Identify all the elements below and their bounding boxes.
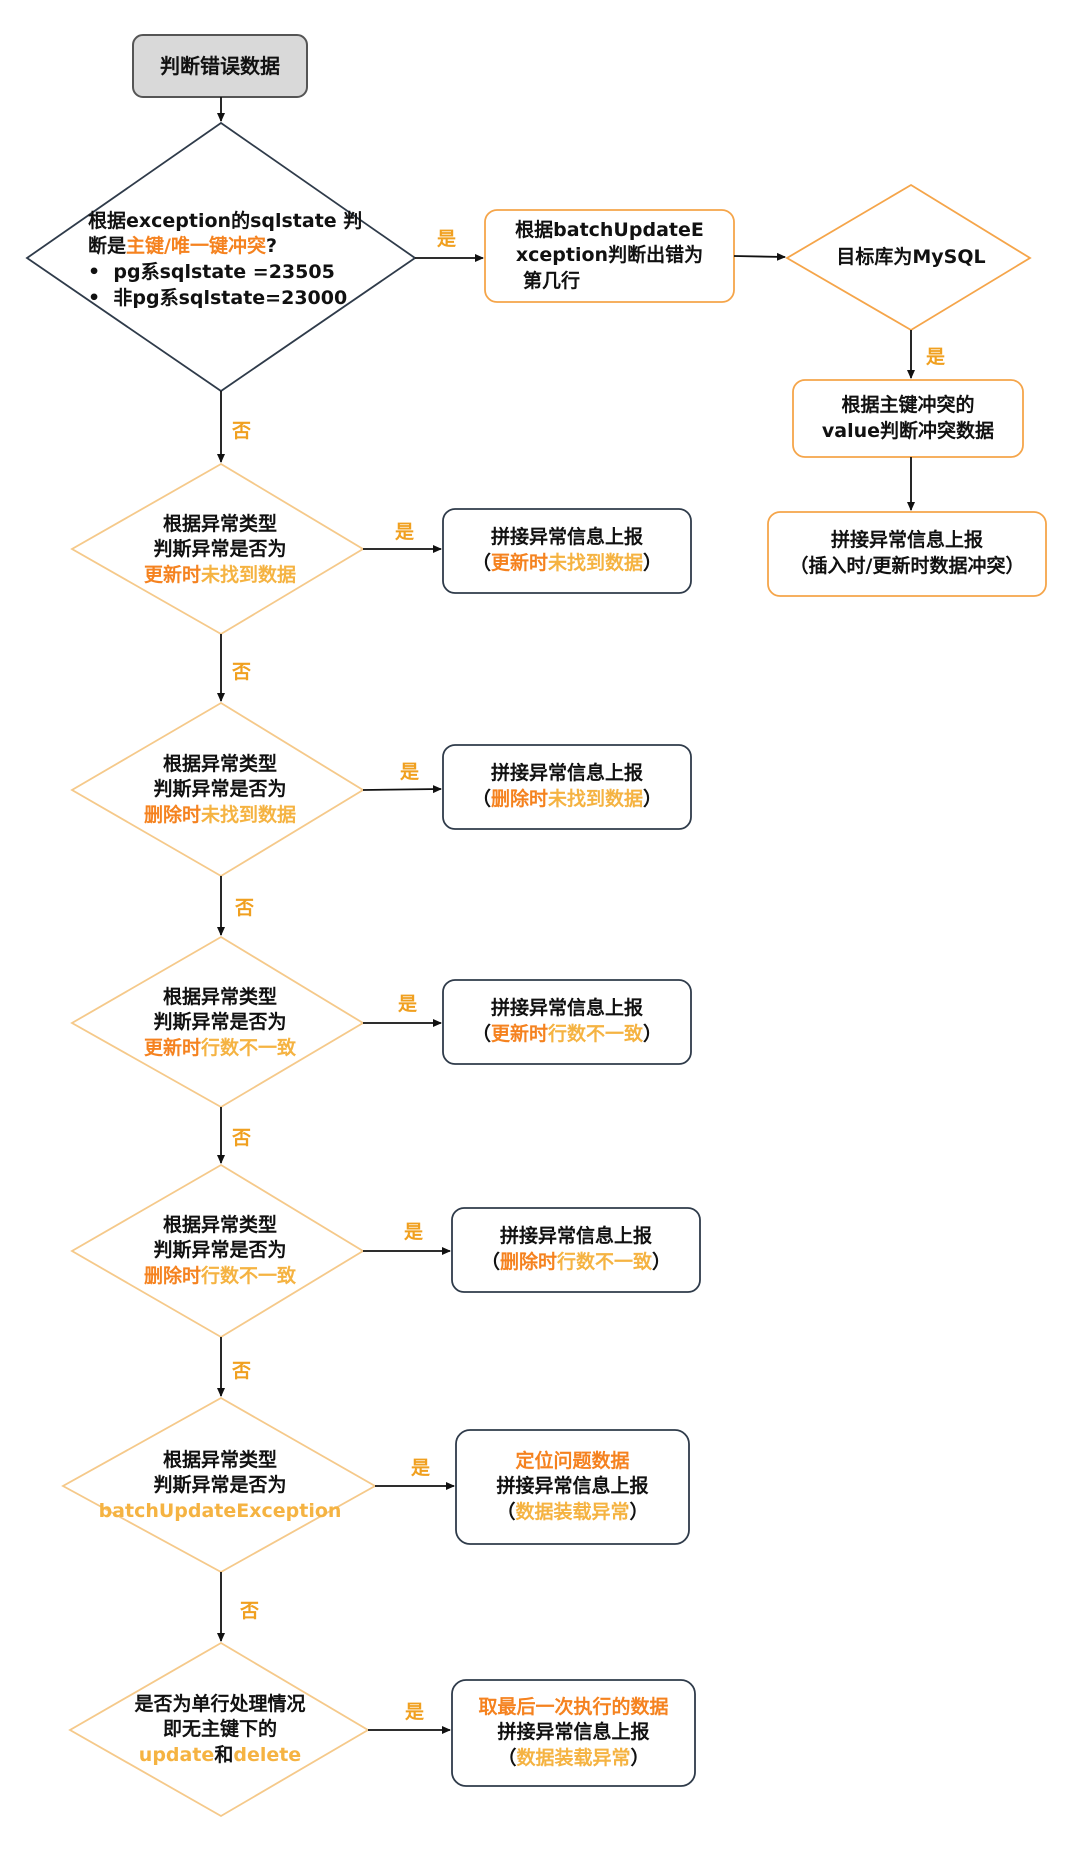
- no-label-d1: 否: [232, 420, 252, 442]
- yes-label-d2: 是: [395, 521, 415, 543]
- report-update-notfound-text: 拼接异常信息上报 （更新时未找到数据）: [471, 526, 663, 574]
- yes-label-d5: 是: [404, 1221, 424, 1243]
- start-label: 判断错误数据: [160, 53, 280, 78]
- decision-update-notfound-text: 根据异常类型 判斯异常是否为 更新时未找到数据: [143, 512, 297, 586]
- report-delete-rowcount-box: [451, 1207, 701, 1293]
- yes-label-mysql: 是: [926, 346, 946, 368]
- no-label-d5: 否: [232, 1360, 252, 1382]
- process-value-box: [792, 379, 1024, 458]
- decision-mysql-text: 目标库为MySQL: [836, 246, 986, 269]
- report-last-exec-box: [451, 1679, 696, 1787]
- no-label-d2: 否: [232, 661, 252, 683]
- decision-update-rowcount-text: 根据异常类型 判斯异常是否为 更新时行数不一致: [143, 985, 297, 1059]
- decision-sqlstate-text: 根据exception的sqlstate 判 断是主键/唯一键冲突? • pg系…: [88, 209, 363, 309]
- decision-delete-rowcount-text: 根据异常类型 判斯异常是否为 删除时行数不一致: [143, 1213, 297, 1287]
- report-locate-data-box: [455, 1429, 690, 1545]
- decision-delete-notfound-text: 根据异常类型 判斯异常是否为 删除时未找到数据: [143, 752, 297, 826]
- yes-label-d6: 是: [411, 1457, 431, 1479]
- decision-single-row-text: 是否为单行处理情况 即无主键下的 update和delete: [134, 1692, 306, 1766]
- report-update-notfound-box: [442, 508, 692, 594]
- process-batchupdate-box: [484, 209, 735, 303]
- start-node: [132, 34, 308, 98]
- decision-single-row-shape: [68, 1641, 370, 1818]
- decision-batchupdate-text: 根据异常类型 判斯异常是否为 batchUpdateException: [98, 1448, 342, 1522]
- report-delete-notfound-box: [442, 744, 692, 830]
- yes-label-d7: 是: [405, 1701, 425, 1723]
- no-label-d4: 否: [232, 1127, 252, 1149]
- process-report-conflict-box: [767, 511, 1047, 597]
- process-value-text: 根据主键冲突的 value判断冲突数据: [821, 393, 995, 442]
- report-delete-rowcount-text: 拼接异常信息上报 （删除时行数不一致）: [480, 1225, 672, 1273]
- edge-p1-mysql: [733, 252, 786, 261]
- report-last-exec-text: 取最后一次执行的数据 拼接异常信息上报 （数据装载异常）: [478, 1695, 669, 1769]
- edge-d3-r3: [362, 785, 442, 794]
- no-label-d6: 否: [240, 1600, 260, 1622]
- report-delete-notfound-text: 拼接异常信息上报 （删除时未找到数据）: [471, 762, 663, 810]
- report-update-rowcount-text: 拼接异常信息上报 （更新时行数不一致）: [471, 997, 663, 1045]
- report-locate-data-text: 定位问题数据 拼接异常信息上报 （数据装载异常）: [496, 1449, 649, 1523]
- process-report-conflict-text: 拼接异常信息上报 （插入时/更新时数据冲突）: [789, 529, 1025, 577]
- yes-label-d3: 是: [400, 761, 420, 783]
- report-update-rowcount-box: [442, 979, 692, 1065]
- no-label-d3: 否: [235, 897, 255, 919]
- yes-label-d1: 是: [437, 228, 457, 250]
- process-batchupdate-text: 根据batchUpdateE xception判断出错为 第几行: [515, 218, 704, 292]
- yes-label-d4: 是: [398, 993, 418, 1015]
